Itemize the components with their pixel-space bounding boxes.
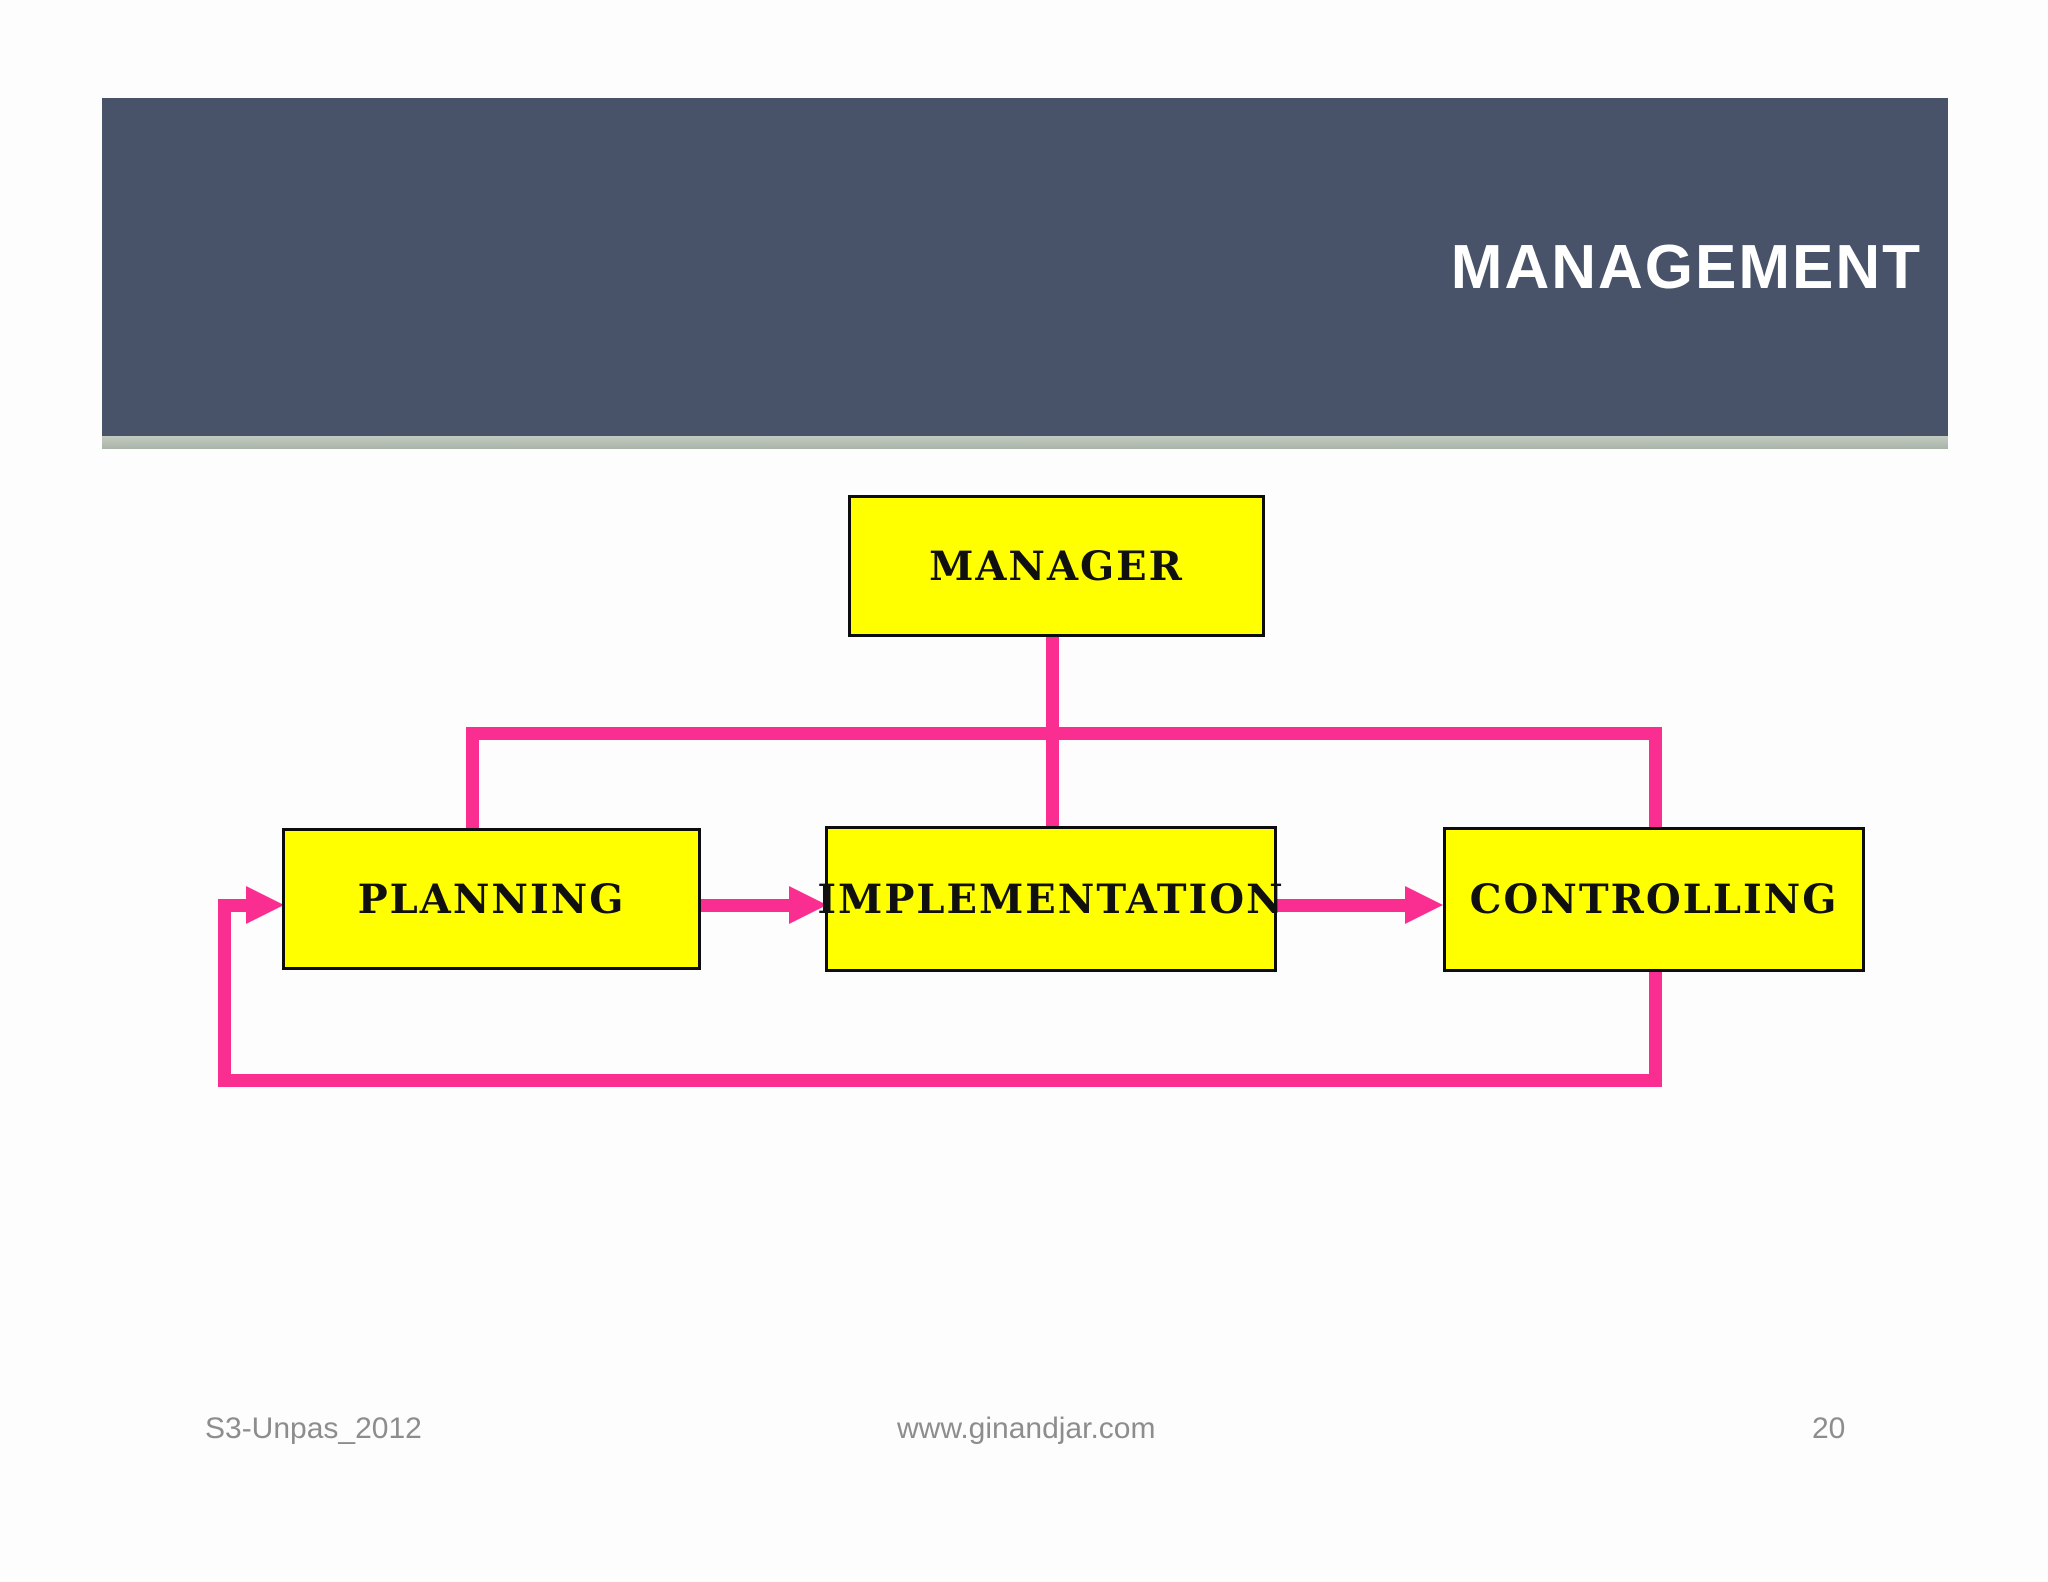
arrowhead-into-planning xyxy=(246,886,284,924)
footer-course-code: S3-Unpas_2012 xyxy=(205,1412,422,1445)
arrowhead-into-controlling xyxy=(1405,886,1443,924)
node-controlling: CONTROLLING xyxy=(1443,827,1865,972)
node-implementation: IMPLEMENTATION xyxy=(817,826,1283,972)
node-manager-label: MANAGER xyxy=(929,542,1184,590)
feedback-loop-bottom-horizontal xyxy=(218,1074,1662,1087)
node-manager: MANAGER xyxy=(848,495,1265,637)
node-planning: PLANNING xyxy=(282,828,701,970)
feedback-loop-arrow-shaft xyxy=(218,899,250,912)
arrowhead-into-implementation xyxy=(789,886,827,924)
node-planning-label: PLANNING xyxy=(357,875,626,923)
header-accent-strip xyxy=(102,436,1948,449)
page-title: MANAGEMENT xyxy=(1450,232,1922,302)
feedback-loop-left-vertical xyxy=(218,899,231,1087)
node-implementation-label: IMPLEMENTATION xyxy=(817,875,1285,923)
footer-website: www.ginandjar.com xyxy=(897,1412,1156,1445)
header-bar: MANAGEMENT xyxy=(102,98,1948,436)
connector-drop-to-planning xyxy=(466,727,479,830)
connector-drop-to-controlling xyxy=(1649,727,1662,829)
arrow-planning-to-implementation xyxy=(699,899,791,912)
node-controlling-label: CONTROLLING xyxy=(1469,876,1839,923)
footer-page-number: 20 xyxy=(1812,1412,1846,1445)
connector-branch-horizontal xyxy=(466,727,1662,740)
arrow-implementation-to-controlling xyxy=(1275,899,1407,912)
feedback-loop-right-vertical xyxy=(1649,970,1662,1087)
